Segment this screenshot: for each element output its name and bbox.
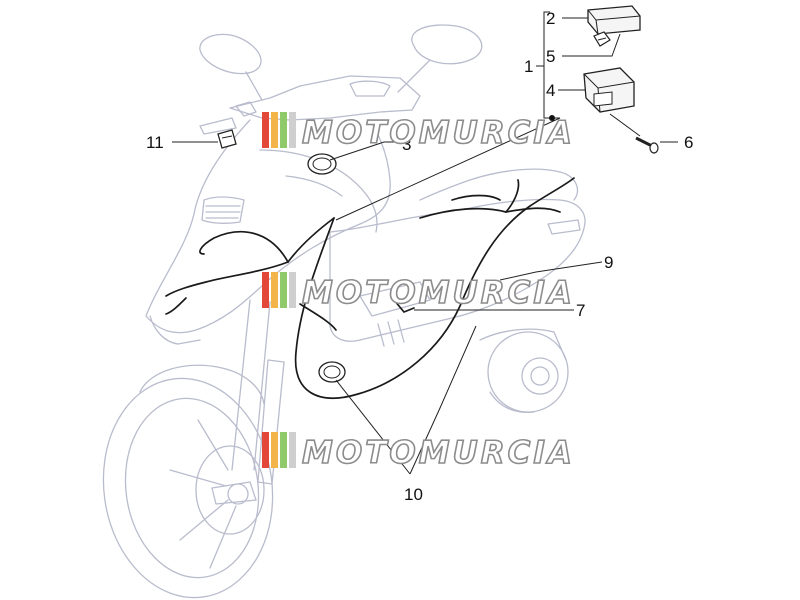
watermark-middle: MOTOMURCIA (262, 272, 575, 312)
right-mirror (411, 24, 483, 65)
front-fender (139, 364, 265, 405)
watermark-bottom: MOTOMURCIA (262, 432, 575, 472)
watermark-top: MOTOMURCIA (262, 112, 575, 152)
front-wheel (102, 377, 274, 599)
left-mirror (199, 33, 262, 75)
callout-3: 3 (402, 135, 411, 154)
callout-1: 1 (524, 57, 533, 76)
clip-11 (217, 129, 237, 149)
watermark-text: MOTOMURCIA (302, 275, 575, 311)
callout-4: 4 (546, 81, 555, 100)
wiring-harness (165, 177, 575, 399)
watermark-text: MOTOMURCIA (302, 435, 575, 471)
harness-connector-dot (549, 115, 555, 121)
callout-2: 2 (546, 9, 555, 28)
callout-10: 10 (404, 485, 423, 504)
harness-clip-3 (307, 153, 337, 175)
body-side (329, 198, 586, 342)
callout-7: 7 (576, 301, 585, 320)
fuse-box-cover-2 (587, 5, 641, 35)
scooter-outline (102, 24, 586, 599)
front-shield (145, 119, 391, 334)
callout-5: 5 (546, 47, 555, 66)
screw-6 (635, 136, 659, 154)
watermark-text: MOTOMURCIA (302, 115, 575, 151)
callout-9: 9 (604, 253, 613, 272)
callout-11: 11 (146, 133, 164, 152)
callout-6: 6 (684, 133, 693, 152)
fuse-5 (593, 31, 611, 47)
fuse-box-4 (583, 67, 635, 113)
harness-clip-lower (318, 361, 346, 383)
